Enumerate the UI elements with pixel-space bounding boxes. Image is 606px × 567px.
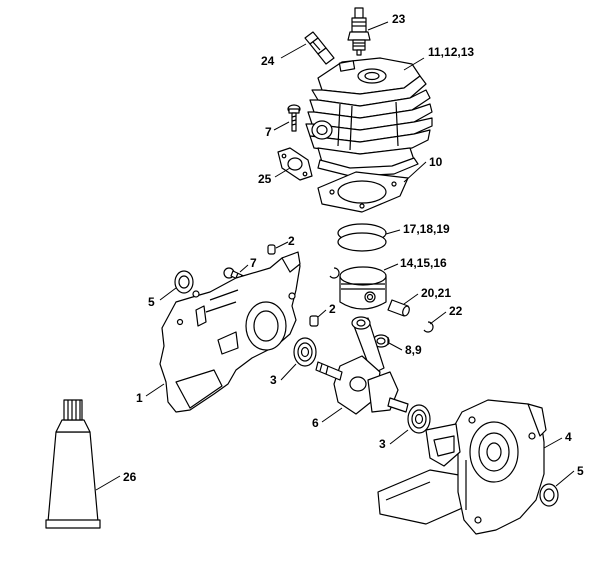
circlip — [423, 321, 434, 333]
callout-3-left: 3 — [270, 373, 277, 387]
spark-plug — [347, 7, 371, 56]
crankshaft — [315, 316, 409, 415]
callout-23: 23 — [392, 12, 406, 26]
callout-5-right: 5 — [577, 464, 584, 478]
callout-3-right: 3 — [379, 437, 386, 451]
callout-8-9: 8,9 — [405, 343, 422, 357]
callout-25: 25 — [258, 172, 272, 186]
sleeve-lower — [309, 315, 319, 327]
sleeve-upper — [267, 244, 276, 255]
callout-11-12-13: 11,12,13 — [428, 45, 475, 59]
cylinder-gasket — [317, 171, 409, 213]
callout-2-lower: 2 — [329, 302, 336, 316]
cylinder — [305, 57, 433, 177]
callout-26: 26 — [123, 470, 137, 484]
piston — [339, 266, 387, 310]
callout-20-21: 20,21 — [421, 286, 452, 300]
callout-24: 24 — [261, 54, 275, 68]
intake-gasket — [277, 147, 313, 181]
leader-lines — [95, 21, 575, 491]
crankcase-left — [159, 251, 301, 413]
callout-1: 1 — [136, 391, 143, 405]
piston-pin — [387, 299, 410, 317]
oil-seal-left — [174, 270, 194, 294]
circlip-left — [329, 267, 340, 279]
callout-10: 10 — [429, 155, 443, 169]
callout-4: 4 — [565, 430, 572, 444]
piston-rings — [337, 223, 387, 252]
callout-6: 6 — [312, 416, 319, 430]
cylinder-screw — [287, 104, 301, 132]
callout-22: 22 — [449, 304, 463, 318]
oil-seal-right — [539, 483, 559, 507]
ball-bearing-left — [293, 337, 317, 367]
crankcase-right — [377, 399, 547, 535]
callout-14-15-16: 14,15,16 — [400, 256, 447, 270]
ball-bearing-right — [407, 404, 431, 434]
decompression-valve — [304, 31, 335, 65]
callout-5-left: 5 — [148, 295, 155, 309]
callout-17-18-19: 17,18,19 — [403, 222, 450, 236]
callout-7-upper: 7 — [265, 125, 272, 139]
grease-tube — [45, 399, 101, 529]
callout-2-upper: 2 — [288, 234, 295, 248]
callout-7-lower: 7 — [250, 256, 257, 270]
